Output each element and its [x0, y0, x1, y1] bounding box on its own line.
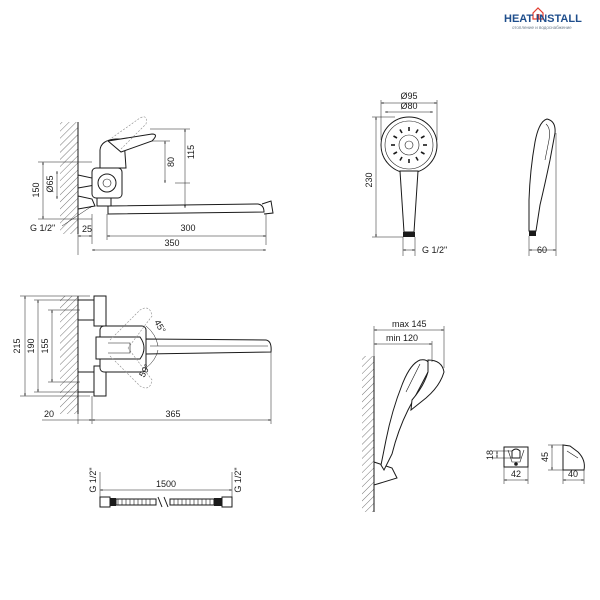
dim-18: 18 — [485, 450, 495, 460]
dim-42: 42 — [511, 469, 521, 479]
dim-g12-hose-left: G 1/2" — [88, 467, 98, 492]
brand-tagline: отопление и водоснабжение — [512, 25, 572, 30]
dim-g12-hose-right: G 1/2" — [233, 467, 243, 492]
dim-150: 150 — [31, 182, 41, 197]
side-view-mixer — [60, 116, 274, 234]
dim-min-120: min 120 — [386, 333, 418, 343]
shower-head-on-holder — [362, 356, 445, 512]
dim-190: 190 — [26, 338, 36, 353]
dim-155: 155 — [40, 338, 50, 353]
dim-d80: Ø80 — [400, 101, 417, 111]
brand-logo: HEAT INSTALL отопление и водоснабжение — [504, 7, 582, 30]
dim-60: 60 — [537, 245, 547, 255]
dim-215: 215 — [12, 338, 22, 353]
dim-45: 45 — [540, 452, 550, 462]
shower-head-side-dimensions: 60 — [528, 133, 557, 256]
house-icon — [532, 7, 544, 20]
dim-g12-side: G 1/2" — [30, 223, 55, 233]
shower-head-front — [380, 116, 438, 237]
wall-holder-side — [562, 444, 585, 471]
dim-40: 40 — [568, 469, 578, 479]
dim-230: 230 — [364, 172, 374, 187]
dim-80: 80 — [166, 157, 176, 167]
dim-300: 300 — [180, 223, 195, 233]
dim-25: 25 — [82, 224, 92, 234]
side-view-dimensions: 150 Ø65 G 1/2" 80 115 25 300 350 — [30, 128, 267, 255]
shower-head-side — [528, 118, 556, 236]
shower-head-on-holder-dimensions: max 145 min 120 — [373, 319, 445, 368]
dim-115: 115 — [186, 145, 196, 159]
dim-d65: Ø65 — [45, 175, 55, 192]
dim-d95: Ø95 — [400, 91, 417, 101]
dim-365: 365 — [165, 409, 180, 419]
wall-holder-front — [503, 446, 529, 468]
shower-hose — [99, 496, 233, 508]
shower-head-front-dimensions: Ø95 Ø80 230 G 1/2" — [364, 91, 447, 256]
dim-angle-45: 45° — [152, 318, 168, 335]
brand-name: HEAT INSTALL — [504, 13, 582, 25]
dim-max-145: max 145 — [392, 319, 427, 329]
top-view-mixer — [60, 295, 272, 414]
wall-holder-front-dimensions: 18 42 — [485, 450, 529, 484]
wall-holder-side-dimensions: 45 40 — [540, 444, 585, 484]
shower-hose-dimensions: 1500 G 1/2" G 1/2" — [88, 467, 243, 497]
dim-1500: 1500 — [156, 479, 176, 489]
dim-20: 20 — [44, 409, 54, 419]
dim-g12-head: G 1/2" — [422, 245, 447, 255]
dim-350: 350 — [164, 238, 179, 248]
